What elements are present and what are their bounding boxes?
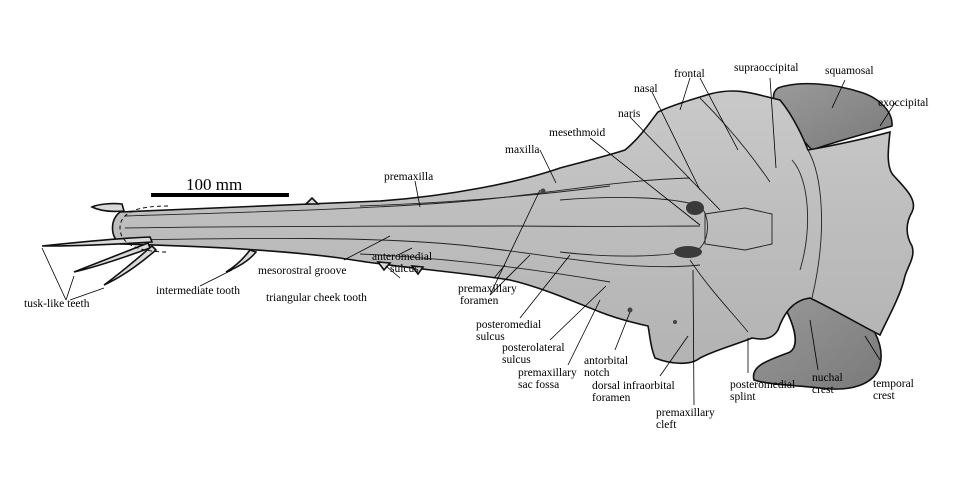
cheek-tooth-2: [410, 265, 425, 276]
label-supraoccipital: supraoccipital: [734, 62, 799, 74]
cheek-tooth-3: [304, 196, 320, 205]
supraoccipital-region: [791, 159, 808, 271]
frontal-bone: [699, 97, 771, 183]
label-dorsal-infraorbital-foramen-2: foramen: [592, 392, 631, 404]
label-squamosal: squamosal: [825, 65, 874, 77]
label-nuchal-crest-1: nuchal: [812, 372, 843, 384]
label-intermediate-tooth: intermediate tooth: [156, 285, 240, 297]
cranium-outline: [111, 90, 915, 365]
label-temporal-crest-1: temporal: [873, 378, 914, 390]
premaxilla-line-upper: [124, 177, 691, 217]
mesorostral-groove-line: [124, 225, 701, 229]
scale-bar: 100 mm: [151, 175, 289, 197]
tusk-tooth-1: [41, 236, 154, 247]
label-posteromedial-splint-1: posteromedial: [730, 379, 795, 391]
label-tusk-like-teeth: tusk-like teeth: [24, 298, 90, 310]
rostrum-tip-dashed: [119, 205, 169, 253]
triangular-cheek-tooth: [376, 261, 392, 272]
posteromedial-splint-line: [689, 259, 749, 333]
tusk-tooth-3: [103, 244, 158, 286]
label-posterolateral-sulcus-2: sulcus: [502, 354, 531, 366]
nuchal-crest-line: [807, 149, 822, 299]
scale-bar-line: [151, 193, 289, 197]
mesethmoid-block: [704, 207, 773, 251]
label-nasal: nasal: [634, 83, 658, 95]
label-dorsal-infraorbital-foramen-1: dorsal infraorbital: [592, 380, 675, 392]
antorbital-notch-dot: [673, 320, 677, 324]
label-triangular-cheek-tooth: triangular cheek tooth: [266, 292, 367, 304]
naris-left: [686, 201, 704, 215]
naris-right: [674, 246, 702, 258]
label-premaxillary-cleft-1: premaxillary: [656, 407, 715, 419]
label-premaxillary-foramen-1: premaxillary: [458, 283, 517, 295]
maxilla-line-lower: [359, 253, 611, 283]
label-antorbital-notch-2: notch: [584, 367, 610, 379]
label-premaxillary-foramen-2: foramen: [460, 295, 499, 307]
label-posterolateral-sulcus-1: posterolateral: [502, 342, 565, 354]
label-anteromedial-sulcus-2: sulcus: [390, 263, 419, 275]
maxilla-line: [359, 185, 611, 207]
label-frontal: frontal: [674, 68, 705, 80]
label-posteromedial-splint-2: splint: [730, 391, 756, 403]
label-naris: naris: [618, 108, 641, 120]
label-posteromedial-sulcus-1: posteromedial: [476, 319, 541, 331]
label-mesorostral-groove: mesorostral groove: [258, 265, 346, 277]
label-mesethmoid: mesethmoid: [549, 127, 605, 139]
label-posteromedial-sulcus-2: sulcus: [476, 331, 505, 343]
skull: [111, 82, 915, 390]
label-premaxillary-sac-fossa-2: sac fossa: [518, 379, 559, 391]
label-premaxillary-cleft-2: cleft: [656, 419, 677, 431]
dorsal-infraorbital-foramen-dot: [627, 307, 633, 313]
label-premaxillary-sac-fossa-1: premaxillary: [518, 367, 577, 379]
label-nuchal-crest-2: crest: [812, 384, 835, 396]
label-anteromedial-sulcus-1: anteromedial: [372, 251, 432, 263]
label-exoccipital: exoccipital: [878, 97, 928, 109]
premaxillary-sac-outline: [559, 197, 708, 257]
premaxilla-line-lower: [124, 237, 701, 268]
label-temporal-crest-2: crest: [873, 390, 896, 402]
intermediate-tooth: [225, 249, 258, 273]
tusk-tooth-upper: [90, 202, 126, 213]
scale-bar-label: 100 mm: [186, 175, 242, 194]
leader-lines: [41, 77, 896, 406]
label-premaxilla: premaxilla: [384, 171, 433, 183]
label-maxilla: maxilla: [505, 144, 540, 156]
teeth: [41, 196, 425, 286]
labels: frontal supraoccipital squamosal nasal e…: [24, 62, 928, 431]
premaxillary-foramen-dot: [540, 188, 546, 194]
tusk-tooth-2: [73, 241, 152, 273]
label-antorbital-notch-1: antorbital: [584, 355, 628, 367]
